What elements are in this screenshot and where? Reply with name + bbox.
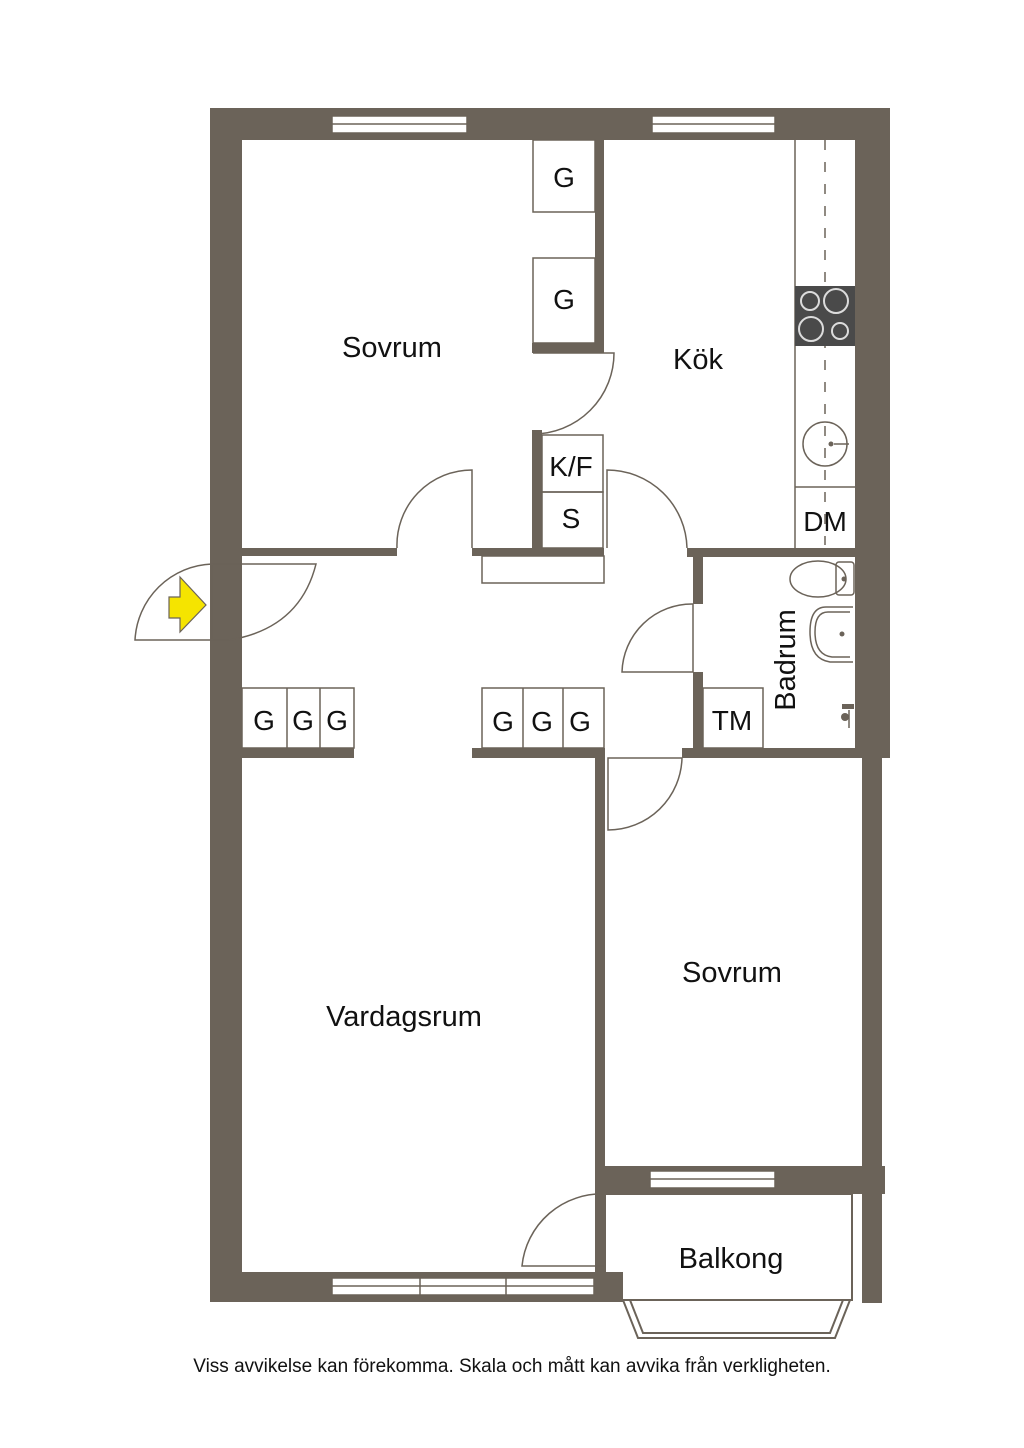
washing-machine-label: TM — [712, 705, 752, 736]
interior-walls — [242, 140, 885, 1302]
wardrobe-label: G — [553, 162, 575, 193]
room-label-vardagsrum: Vardagsrum — [326, 1001, 482, 1033]
wardrobe-label: G — [253, 705, 275, 736]
wardrobe-label: G — [531, 706, 553, 737]
wardrobe-label: G — [569, 706, 591, 737]
wardrobe-label: G — [492, 706, 514, 737]
door-balcony[interactable] — [521, 1193, 606, 1267]
door-bathroom[interactable] — [621, 603, 694, 673]
door-bedroom-kitchen[interactable] — [532, 352, 615, 435]
faucet-icon — [841, 704, 854, 728]
toilet-icon — [789, 560, 855, 598]
balcony — [604, 1193, 853, 1339]
windows — [331, 115, 776, 1296]
wardrobe-label: G — [326, 705, 348, 736]
room-label-sovrum-bottom: Sovrum — [682, 957, 782, 989]
door-bedroom-hall[interactable] — [396, 469, 473, 549]
wardrobe-label: G — [292, 705, 314, 736]
disclaimer-text: Viss avvikelse kan förekomma. Skala och … — [193, 1356, 831, 1377]
dishwasher-label: DM — [803, 506, 847, 537]
room-label-sovrum-top: Sovrum — [342, 332, 442, 364]
wardrobe-label: G — [553, 284, 575, 315]
kitchen-counter — [794, 140, 855, 548]
bathroom-fixtures — [789, 560, 855, 728]
room-label-balkong: Balkong — [679, 1243, 784, 1275]
washbasin-icon — [809, 606, 853, 663]
door-bedroom-bottom[interactable] — [607, 757, 683, 831]
storage-outlines — [241, 139, 764, 749]
door-kitchen-hall[interactable] — [606, 469, 688, 549]
fridge-freezer-label: K/F — [549, 451, 593, 482]
storage-label: S — [562, 503, 581, 534]
door-entrance[interactable] — [134, 563, 317, 641]
doors — [134, 352, 694, 1267]
room-label-badrum: Badrum — [770, 609, 802, 711]
kitchen-sink-icon — [802, 421, 849, 467]
entrance-arrow-icon — [168, 575, 207, 634]
room-label-kok: Kök — [673, 344, 723, 376]
